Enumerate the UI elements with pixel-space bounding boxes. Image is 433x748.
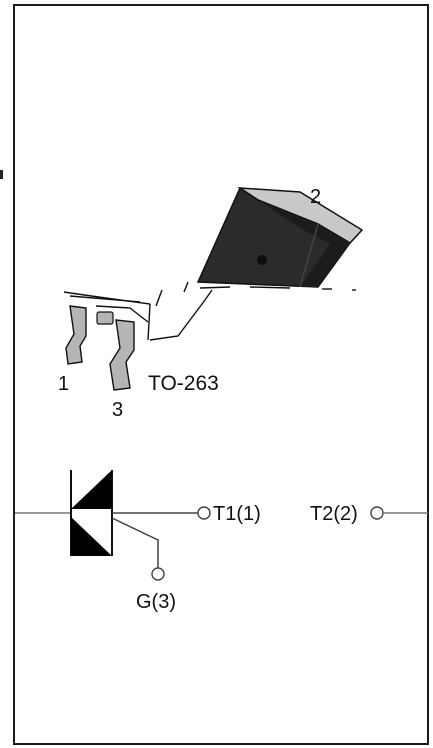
pin-label-1: 1 bbox=[58, 373, 69, 395]
triac-upper-triangle bbox=[71, 470, 112, 509]
to263-package-illustration: 2 1 3 TO-263 bbox=[58, 186, 364, 421]
package-dimple bbox=[257, 255, 267, 265]
pin-label-tab: 2 bbox=[310, 186, 321, 208]
gate-wire bbox=[111, 517, 159, 568]
t1-label: T1(1) bbox=[213, 503, 261, 525]
t1-terminal-circle bbox=[197, 506, 211, 520]
package-name: TO-263 bbox=[148, 372, 219, 395]
lead-pin-1 bbox=[65, 305, 87, 365]
gate-label: G(3) bbox=[136, 591, 176, 613]
package-base bbox=[63, 281, 356, 341]
triac-lower-triangle bbox=[71, 517, 112, 556]
edge-mark bbox=[0, 170, 3, 179]
center-lead-stub bbox=[96, 311, 114, 325]
t2-label: T2(2) bbox=[310, 503, 358, 525]
triac-schematic-symbol: T1(1) G(3) T2(2) bbox=[15, 470, 428, 613]
package-body-face bbox=[258, 200, 350, 287]
diagram-panel bbox=[13, 4, 429, 745]
t2-terminal-circle bbox=[370, 506, 384, 520]
pin-label-3: 3 bbox=[112, 399, 123, 421]
gate-terminal-circle bbox=[151, 567, 165, 581]
lead-pin-3 bbox=[109, 319, 135, 391]
